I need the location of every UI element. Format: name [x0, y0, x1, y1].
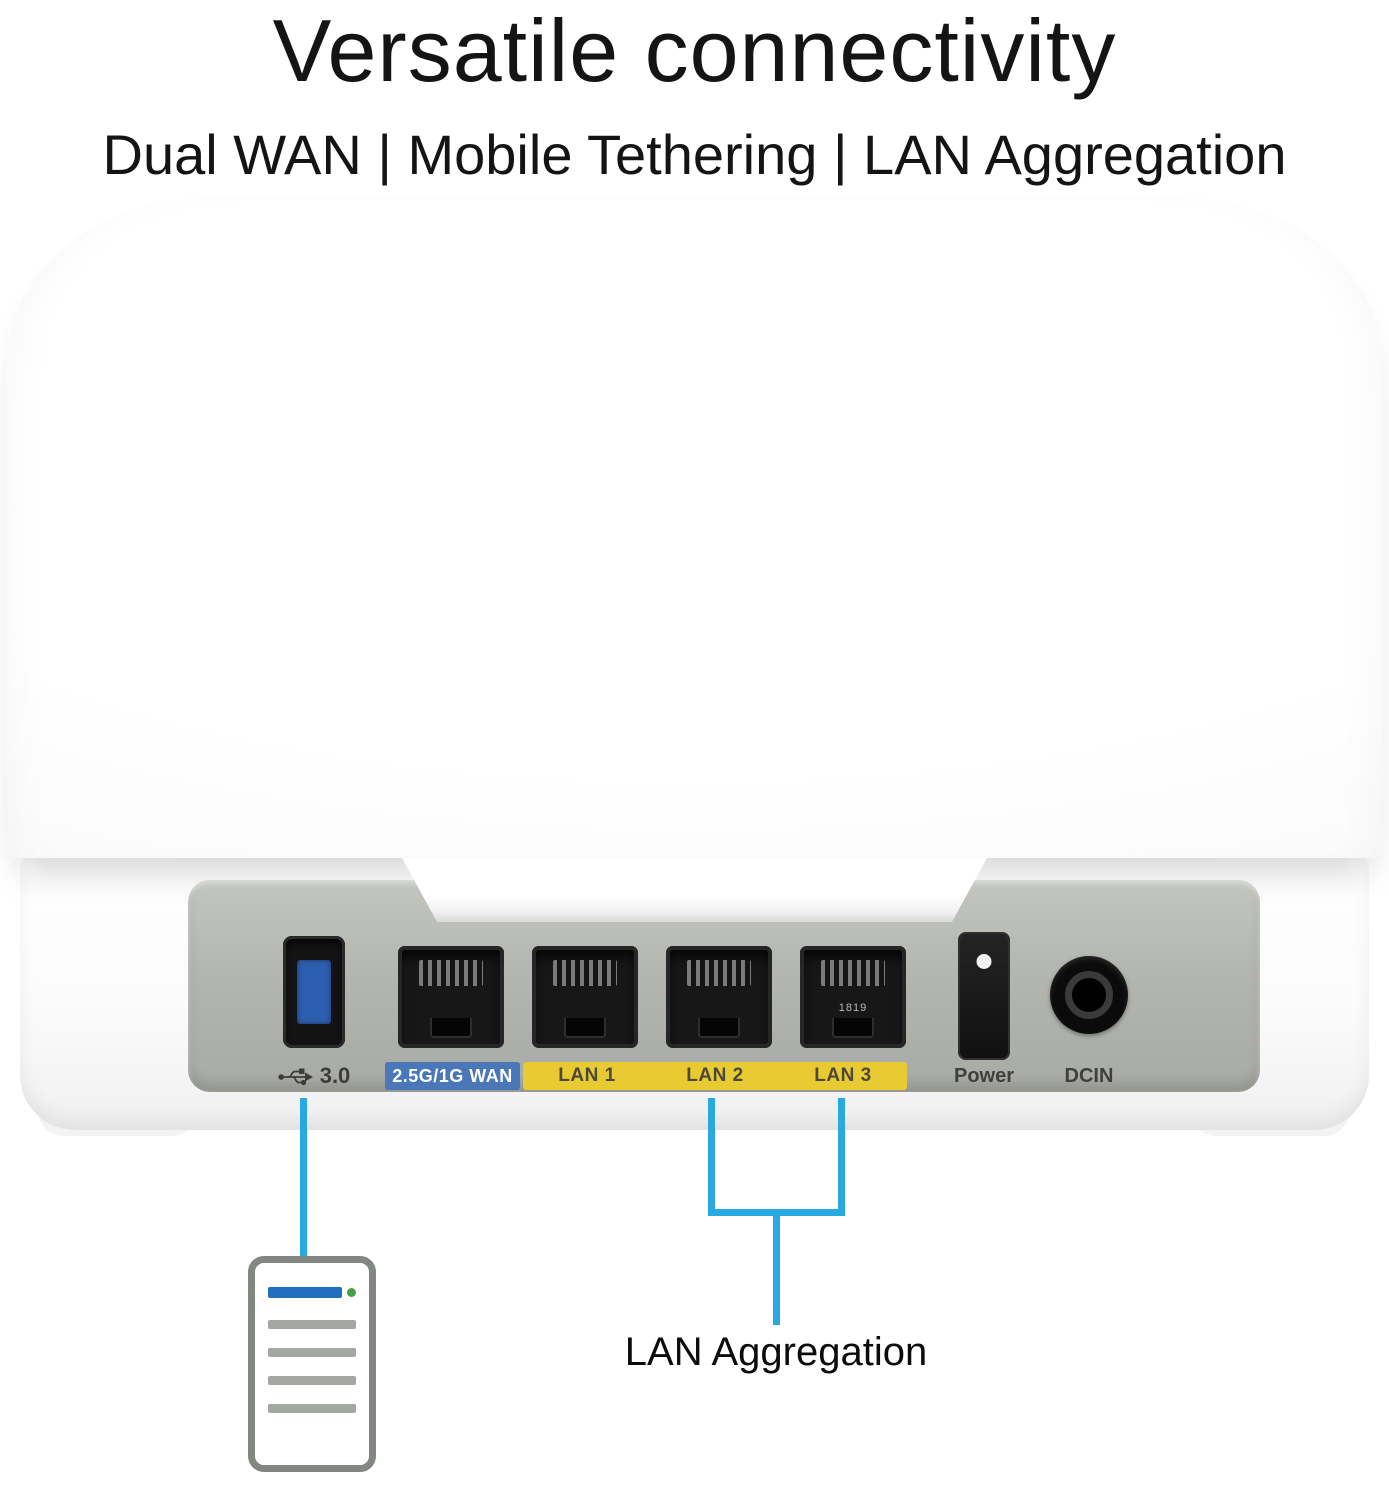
- phone-text-line: [268, 1404, 356, 1413]
- smartphone-icon: [248, 1256, 376, 1472]
- port-pins: [821, 960, 885, 986]
- port-sticker: 1819: [838, 1002, 868, 1014]
- lan2-label: LAN 2: [686, 1065, 744, 1086]
- port-clip-slot: [564, 1018, 606, 1038]
- lan3-callout-line: [838, 1098, 845, 1216]
- lan3-label: LAN 3: [814, 1065, 872, 1086]
- page-title: Versatile connectivity: [272, 1, 1117, 100]
- router-body: [6, 198, 1383, 858]
- usb-speed-label: 3.0: [319, 1063, 351, 1088]
- phone-screen-header: [268, 1287, 356, 1298]
- lan1-label: LAN 1: [558, 1065, 616, 1086]
- ethernet-port-lan3: 1819: [800, 946, 906, 1048]
- port-pins: [419, 960, 483, 986]
- power-button: [958, 932, 1010, 1060]
- ethernet-port-lan2: [666, 946, 772, 1048]
- port-pins: [687, 960, 751, 986]
- port-clip-slot: [430, 1018, 472, 1038]
- lan-aggregation-label: LAN Aggregation: [624, 1330, 928, 1374]
- usb-tongue: [297, 960, 331, 1024]
- phone-text-line: [268, 1320, 356, 1329]
- dcin-label: DCIN: [1064, 1064, 1114, 1087]
- usb-icon: [278, 1067, 314, 1086]
- usb-port: [283, 936, 345, 1048]
- ethernet-port-wan: [398, 946, 504, 1048]
- usb-callout-line: [300, 1098, 307, 1258]
- lan-aggregation-leader-line: [773, 1212, 780, 1325]
- usb-port-label: 3.0: [248, 1062, 380, 1090]
- wan-port-label: 2.5G/1G WAN: [385, 1062, 520, 1090]
- carry-handle-recess: [402, 858, 987, 922]
- dcin-jack: [1050, 956, 1128, 1034]
- phone-text-line: [268, 1348, 356, 1357]
- phone-status-dot: [347, 1288, 356, 1297]
- phone-text-line: [268, 1376, 356, 1385]
- port-clip-slot: [698, 1018, 740, 1038]
- power-label: Power: [953, 1064, 1015, 1087]
- phone-progress-bar: [268, 1287, 342, 1298]
- power-indicator-dot: [976, 954, 992, 969]
- lan-ports-label-bar: LAN 1 LAN 2 LAN 3: [523, 1062, 907, 1090]
- port-clip-slot: [832, 1018, 874, 1038]
- port-pins: [553, 960, 617, 986]
- ethernet-port-lan1: [532, 946, 638, 1048]
- page-subtitle: Dual WAN | Mobile Tethering | LAN Aggreg…: [102, 123, 1287, 186]
- lan2-callout-line: [708, 1098, 715, 1216]
